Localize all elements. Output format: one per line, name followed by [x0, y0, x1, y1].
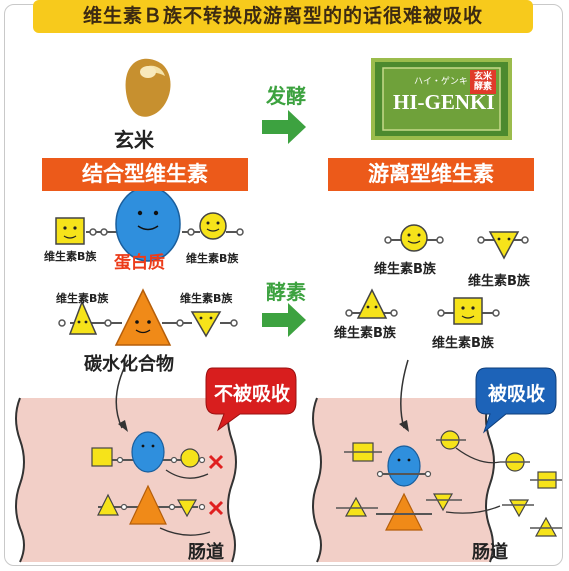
left-down-arrow-icon — [115, 359, 129, 429]
free-vitamin-label-1: 维生素B族 — [374, 262, 436, 277]
bottom-green-arrow-icon — [262, 303, 306, 337]
vitamin-label-4: 维生素B族 — [180, 292, 233, 305]
free-vitamin-title: 游离型维生素 — [328, 158, 534, 191]
product-badge: 玄米酵素 — [473, 72, 492, 92]
left-intestine-wall — [15, 397, 237, 563]
product-kana: ハイ・ゲンキ — [414, 77, 468, 87]
absorbed-bubble — [475, 367, 557, 434]
absorbed-vitamins-group — [500, 452, 562, 537]
vitamin-b-inverted-triangle-icon — [190, 311, 238, 338]
vitamin-b-square-icon — [55, 217, 108, 245]
free-vitamin-label-2: 维生素B族 — [468, 274, 530, 289]
free-vitamin-b-circle-icon — [384, 224, 444, 252]
free-vitamin-label-4: 维生素B族 — [432, 336, 494, 351]
protein-label: 蛋白质 — [114, 253, 165, 273]
cross-mark-icon — [208, 454, 224, 516]
absorbed-text: 被吸收 — [488, 383, 546, 405]
carbohydrate-label: 碳水化合物 — [84, 354, 174, 375]
enzyme-label: 酵素 — [266, 280, 306, 304]
banner-title: 维生素Ｂ族不转换成游离型的的话很难被吸收 — [33, 0, 533, 33]
product-name: HI-GENKI — [393, 90, 495, 114]
not-absorbed-bubble — [205, 367, 297, 432]
bound-vitamin-title: 结合型维生素 — [42, 158, 248, 191]
fermentation-label: 发酵 — [266, 84, 306, 108]
vitamin-label-2: 维生素B族 — [186, 252, 239, 265]
top-green-arrow-icon — [262, 110, 306, 144]
vitamin-label-3: 维生素B族 — [56, 292, 109, 305]
free-vitamin-label-3: 维生素B族 — [334, 326, 396, 341]
vitamin-label-1: 维生素B族 — [44, 250, 97, 263]
right-intestine-free-group — [336, 430, 466, 531]
not-absorbed-text: 不被吸收 — [214, 383, 291, 405]
vitamin-b-circle-icon — [199, 212, 244, 240]
carbohydrate-icon — [114, 288, 184, 346]
free-vitamin-b-square-icon — [437, 297, 500, 325]
grain-label: 玄米 — [114, 128, 154, 152]
left-intestine-bound-group — [91, 431, 206, 525]
protein-icon — [115, 186, 195, 262]
free-vitamin-b-triangle-icon — [345, 288, 398, 319]
right-intestine-label: 肠道 — [472, 542, 508, 563]
vitamin-b-triangle-icon — [58, 300, 112, 335]
left-intestine-label: 肠道 — [188, 542, 224, 563]
rice-grain-icon — [125, 58, 171, 117]
free-vitamin-b-inverted-triangle-icon — [477, 231, 529, 260]
hi-genki-package-icon — [371, 58, 512, 140]
